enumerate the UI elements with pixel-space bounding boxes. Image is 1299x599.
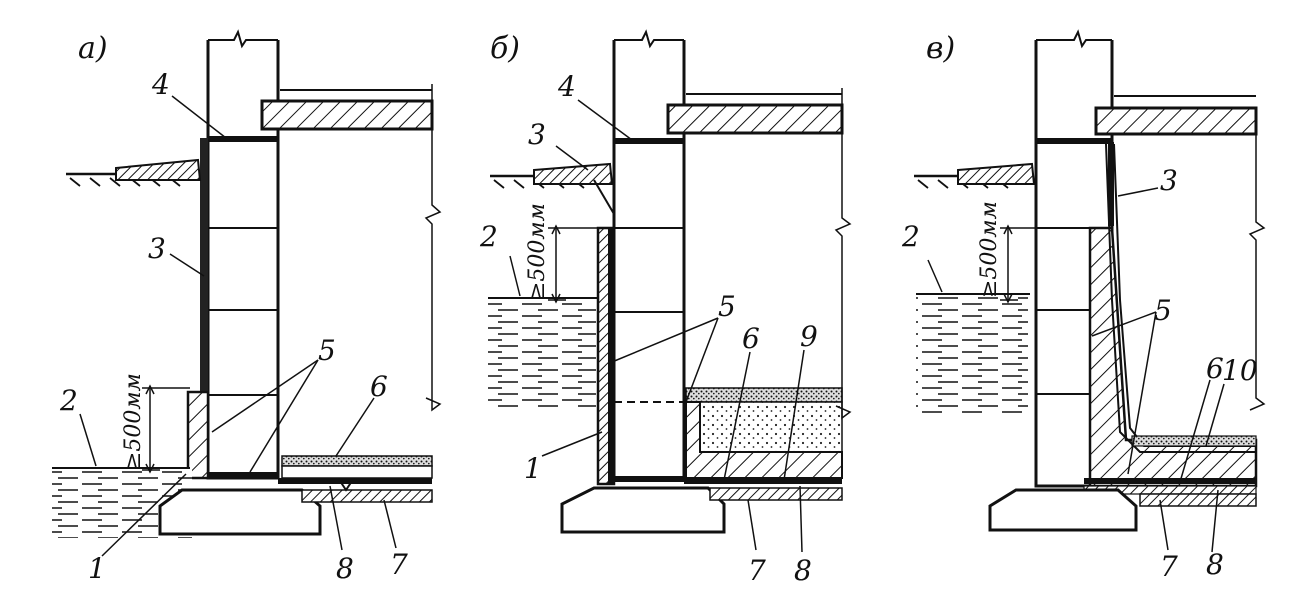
panel-b-footing: [560, 486, 726, 534]
panel-b-floor-layers: [684, 387, 843, 501]
panel-a-floor-layers: [278, 455, 433, 503]
panel-b-dimension: ≥500мм: [525, 203, 598, 304]
panel-v-callout-10: 10: [1222, 354, 1258, 387]
panel-b-protective-wall: [596, 226, 616, 486]
panel-a-callout-8: 8: [336, 552, 354, 585]
panel-a-callout-2: 2: [59, 384, 78, 417]
panel-a-callout-5: 5: [318, 334, 336, 367]
panel-b-callout-3: 3: [528, 118, 546, 151]
panel-a-callout-7: 7: [390, 548, 408, 581]
panel-v: в): [901, 29, 1266, 583]
panel-b-dimension-text: ≥500мм: [525, 203, 550, 300]
panel-a-callout-6: 6: [370, 370, 388, 403]
panel-a-ground-surface: [66, 158, 202, 187]
panel-a-label: а): [78, 31, 108, 66]
panel-a-callout-3: 3: [148, 232, 166, 265]
panel-a-footing: [158, 488, 322, 536]
panel-b-leaders: [509, 99, 805, 553]
panel-v-dimension-text: ≥500мм: [977, 201, 1002, 298]
panel-a-dimension: ≥500мм: [121, 373, 190, 474]
panel-v-callout-8: 8: [1206, 548, 1224, 581]
panel-v-floor-slab: [1094, 95, 1258, 136]
panel-b-groundwater: [488, 297, 598, 408]
panel-b-foundation-wall: [612, 138, 686, 482]
panel-a-blind-area: [115, 158, 202, 181]
panel-v-ground-surface: [914, 162, 1036, 189]
panel-b-callout-4: 4: [557, 70, 576, 103]
panel-b: б): [479, 29, 852, 587]
panel-a-callout-1: 1: [88, 552, 106, 585]
panel-b-callout-9: 9: [800, 320, 818, 353]
panel-b-callout-2: 2: [479, 220, 498, 253]
panel-b-label: б): [490, 31, 520, 66]
panel-b-floor-slab: [666, 93, 844, 135]
panel-b-callout-6: 6: [742, 322, 760, 355]
panel-a-callout-4: 4: [151, 68, 170, 101]
panel-b-ground-surface: [490, 162, 615, 215]
panel-v-callout-6: 6: [1206, 352, 1224, 385]
panel-v-callout-5: 5: [1154, 294, 1172, 327]
panel-v-label: в): [926, 31, 955, 66]
panel-a-clay-lock: [186, 390, 210, 480]
panel-a-floor-slab: [260, 89, 434, 131]
panel-a: а): [52, 29, 442, 585]
panel-b-callout-5: 5: [718, 290, 736, 323]
panel-v-internal-caisson: [1083, 143, 1258, 507]
panel-v-groundwater: [916, 293, 1030, 414]
panel-v-callout-7: 7: [1160, 550, 1178, 583]
panel-a-dimension-text: ≥500мм: [121, 373, 146, 470]
panel-v-dimension: ≥500мм: [977, 201, 1036, 304]
panel-v-callout-3: 3: [1160, 164, 1178, 197]
panel-b-callout-7: 7: [748, 554, 766, 587]
panel-a-horizontal-insulation-bottom: [208, 472, 278, 478]
panel-a-horizontal-insulation-top: [208, 136, 278, 142]
panel-a-foundation-wall: [200, 136, 280, 480]
panel-a-leaders: [79, 95, 397, 557]
panel-b-callout-1: 1: [524, 452, 542, 485]
panel-b-callout-8: 8: [794, 554, 812, 587]
panel-v-callout-2: 2: [901, 220, 920, 253]
panel-a-coating-insulation: [200, 138, 208, 478]
panel-v-footing: [988, 488, 1138, 532]
panel-v-leaders: [927, 187, 1225, 553]
